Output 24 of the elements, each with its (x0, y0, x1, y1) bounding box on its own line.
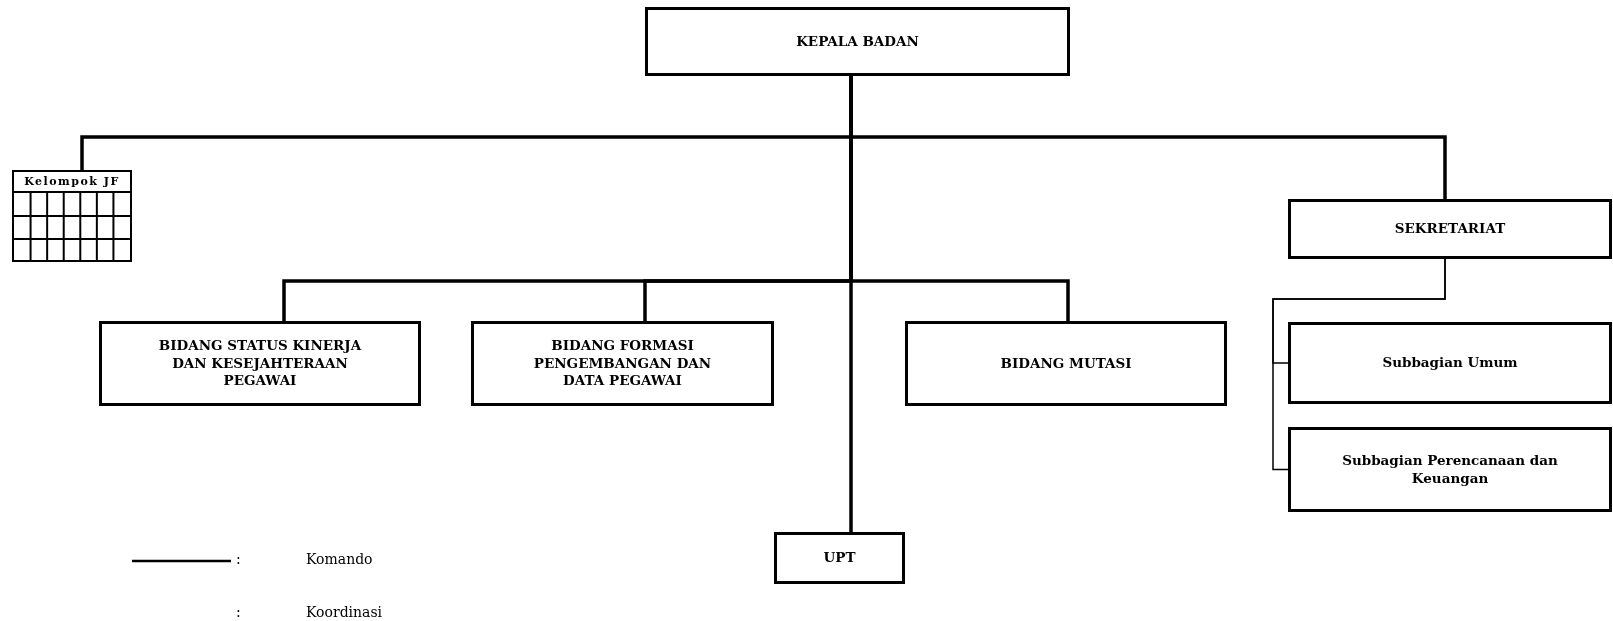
org-box (1288, 199, 1612, 259)
org-box (1288, 322, 1612, 404)
org-box (1288, 427, 1612, 512)
box-label: SEKRETARIAT (1393, 220, 1507, 238)
box-label: UPT (822, 549, 857, 567)
legend-colon: : (236, 551, 241, 567)
connector-line (849, 76, 853, 532)
box-label: Subbagian Perencanaan dan Keuangan (1341, 451, 1559, 488)
box-label: Kelompok JF (14, 172, 130, 193)
box-label: KEPALA BADAN (795, 32, 920, 51)
legend-text: Koordinasi (306, 604, 383, 620)
legend-colon: : (236, 604, 241, 620)
box-label: BIDANG FORMASI PENGEMBANGAN DAN DATA PEGAWAI (532, 337, 713, 390)
org-box (99, 321, 421, 406)
org-box (471, 321, 774, 406)
org-box (774, 532, 905, 584)
box-label: BIDANG STATUS KINERJA DAN KESEJAHTERAAN PEGAWAI (157, 337, 363, 390)
group-table (12, 170, 132, 262)
org-box (905, 321, 1227, 406)
connector-line (1272, 258, 1446, 471)
legend-text: Komando (306, 551, 373, 567)
box-label: BIDANG MUTASI (999, 354, 1133, 373)
box-label: Subbagian Umum (1381, 354, 1519, 372)
org-box (645, 7, 1070, 76)
